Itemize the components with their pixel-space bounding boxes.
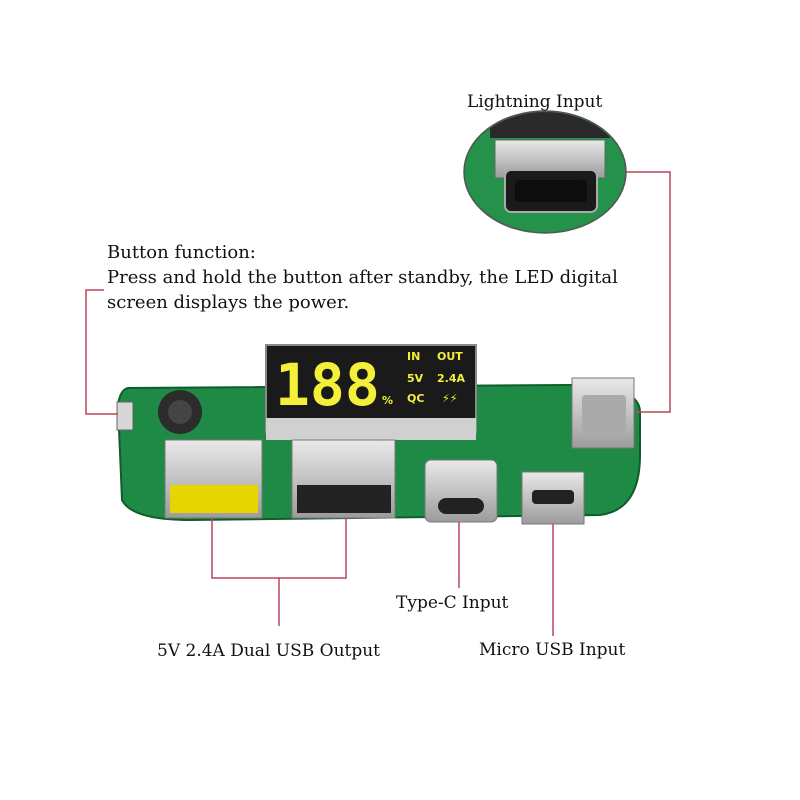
lightning-bolt-icon: ⚡⚡: [442, 392, 457, 405]
display-qc: QC: [407, 392, 424, 405]
display-out: OUT: [437, 350, 463, 363]
button-function-title: Button function:: [107, 242, 256, 263]
pcb-board-image: [116, 344, 641, 525]
display-in: IN: [407, 350, 420, 363]
button-function-line2: screen displays the power.: [107, 292, 349, 313]
micro-usb-input-label: Micro USB Input: [479, 640, 625, 660]
type-c-input-label: Type-C Input: [396, 593, 509, 613]
display-percent: %: [382, 394, 393, 407]
display-amp: 2.4A: [437, 372, 465, 385]
lightning-input-label: Lightning Input: [467, 92, 603, 112]
leader-lines: [85, 171, 671, 636]
dual-usb-output-label: 5V 2.4A Dual USB Output: [157, 641, 380, 661]
display-digits: 188: [275, 351, 380, 419]
lightning-port-zoom-image: [463, 110, 627, 234]
display-volt: 5V: [407, 372, 424, 385]
button-function-line1: Press and hold the button after standby,…: [107, 267, 618, 288]
